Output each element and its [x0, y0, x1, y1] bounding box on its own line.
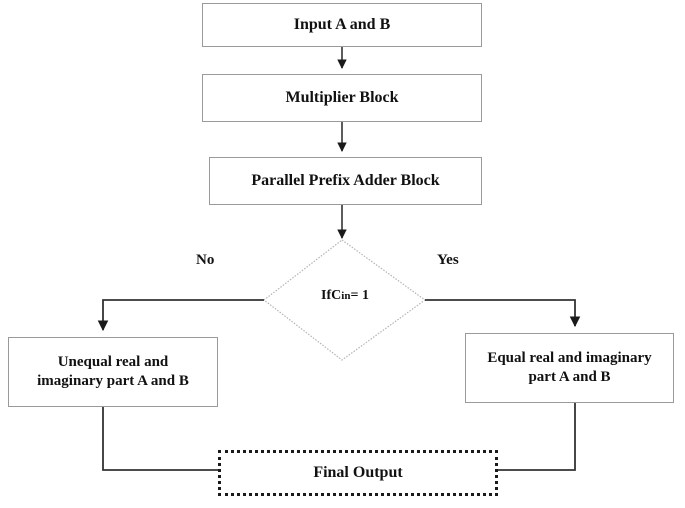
branch-label-yes: Yes — [437, 252, 459, 268]
node-equal-part: Equal real and imaginary part A and B — [465, 333, 674, 403]
node-equal-part-line1: Equal real and imaginary — [487, 350, 652, 367]
node-multiplier-block-label: Multiplier Block — [285, 89, 399, 106]
node-input: Input A and B — [202, 3, 482, 47]
edge-decision-to-unequal — [97, 299, 264, 332]
node-multiplier-block: Multiplier Block — [202, 74, 482, 122]
node-input-label: Input A and B — [293, 16, 391, 33]
decision-label-suffix: = 1 — [350, 288, 369, 303]
node-parallel-prefix-adder-block-label: Parallel Prefix Adder Block — [251, 172, 440, 189]
decision-label-prefix: If — [321, 288, 332, 303]
decision-label-subscript: in — [341, 290, 351, 302]
edge-decision-to-equal — [425, 299, 581, 328]
node-unequal-part: Unequal real and imaginary part A and B — [8, 337, 218, 407]
node-equal-part-line2: part A and B — [528, 369, 611, 385]
node-equal-part-label: Equal real and imaginary part A and B — [475, 349, 663, 387]
node-final-output: Final Output — [218, 450, 498, 496]
node-parallel-prefix-adder-block: Parallel Prefix Adder Block — [209, 157, 482, 205]
decision-label-var: C — [331, 288, 342, 303]
node-unequal-part-line2: imaginary part A and B — [37, 373, 189, 389]
branch-label-no: No — [196, 252, 215, 268]
node-unequal-part-label: Unequal real and imaginary part A and B — [25, 353, 201, 391]
node-final-output-label: Final Output — [313, 464, 403, 481]
node-unequal-part-line1: Unequal real and — [57, 354, 169, 371]
